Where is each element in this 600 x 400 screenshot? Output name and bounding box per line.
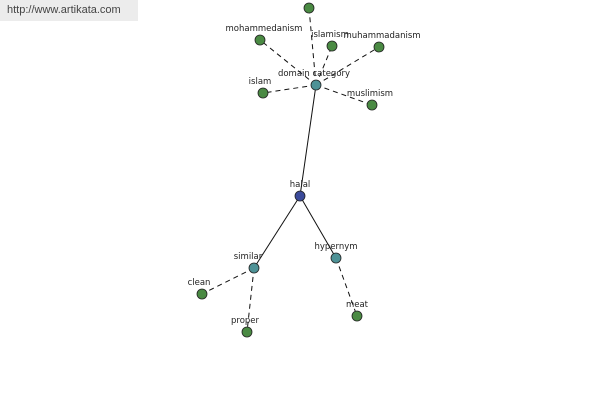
node-mohammedanism[interactable]: [254, 34, 266, 46]
edge-domain_category-top: [308, 7, 317, 86]
node-top[interactable]: [303, 2, 315, 14]
edge-halal-hypernym: [299, 195, 337, 259]
node-label-muslimism: muslimism: [347, 89, 393, 99]
node-domain_category[interactable]: [310, 79, 322, 91]
node-halal[interactable]: [294, 190, 306, 202]
node-islamism[interactable]: [326, 40, 338, 52]
node-meat[interactable]: [351, 310, 363, 322]
source-url-link[interactable]: http://www.artikata.com: [0, 0, 138, 21]
node-label-hypernym: hypernym: [314, 242, 357, 252]
edge-domain_category-mohammedanism: [259, 39, 317, 86]
node-label-clean: clean: [188, 278, 211, 288]
node-label-islam: islam: [249, 77, 272, 87]
labels-layer: halal domain category similar hypernym moham…: [188, 24, 421, 326]
edges-layer: [201, 7, 380, 333]
node-muhammadanism[interactable]: [373, 41, 385, 53]
node-label-muhammadanism: muhammadanism: [343, 31, 420, 41]
node-proper[interactable]: [241, 326, 253, 338]
node-clean[interactable]: [196, 288, 208, 300]
edge-similar-clean: [201, 267, 255, 295]
node-label-proper: proper: [231, 316, 260, 326]
node-label-islamism: islamism: [311, 30, 349, 40]
edge-domain_category-muslimism: [315, 84, 373, 106]
node-similar[interactable]: [248, 262, 260, 274]
edge-halal-domain_category: [299, 84, 317, 197]
node-islam[interactable]: [257, 87, 269, 99]
edge-halal-similar: [253, 195, 301, 269]
node-label-similar: similar: [234, 252, 263, 262]
nodes-layer: [196, 2, 385, 338]
edge-hypernym-meat: [335, 257, 358, 317]
edge-similar-proper: [246, 267, 255, 333]
node-label-halal: halal: [290, 180, 311, 190]
node-hypernym[interactable]: [330, 252, 342, 264]
edge-domain_category-islamism: [315, 45, 333, 86]
edge-domain_category-muhammadanism: [315, 46, 380, 86]
node-label-domain_category: domain category: [278, 69, 350, 79]
node-label-mohammedanism: mohammedanism: [226, 24, 303, 34]
node-label-meat: meat: [346, 300, 369, 310]
node-muslimism[interactable]: [366, 99, 378, 111]
